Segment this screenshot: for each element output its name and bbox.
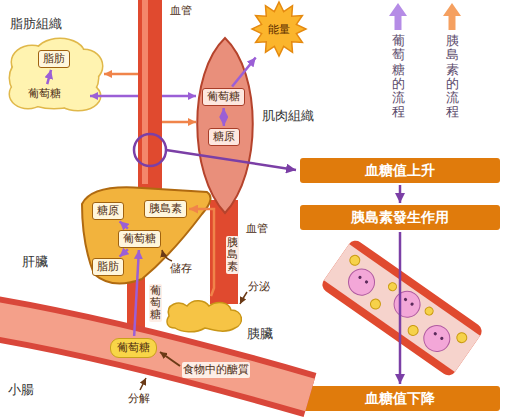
legend-text: 葡萄糖的流程 — [392, 34, 405, 120]
flow-connector — [399, 185, 402, 203]
vessel-label: 血管 — [246, 222, 268, 236]
organ-label: 小腸 — [8, 382, 320, 398]
glycogen-box: 糖原 — [92, 202, 124, 220]
glucose-box: 葡萄糖 — [202, 88, 245, 106]
node-text: 葡萄糖 — [207, 90, 240, 104]
node-text: 血糖值上升 — [300, 162, 500, 179]
digest-leader — [140, 378, 146, 390]
glucose-box: 葡萄糖 — [118, 230, 161, 248]
node-text: 胰島素發生作用 — [300, 209, 500, 226]
process-box: 血糖值下降 — [300, 386, 500, 411]
organ-label: 胰臟 — [247, 326, 325, 342]
node-text: 糖原 — [97, 204, 119, 218]
glucose-text-node: 葡萄糖 — [26, 86, 63, 102]
process-box: 胰島素發生作用 — [300, 205, 500, 230]
fat-tissue: 脂肪組織脂肪葡萄糖 — [8, 40, 100, 112]
node-text: 胰島素 — [149, 202, 182, 216]
blood-vessel — [138, 0, 162, 190]
liver-organ: 肝臟糖原胰島素葡萄糖脂肪 — [82, 184, 212, 286]
node-text: 能量 — [268, 23, 290, 36]
glucose-arrow — [90, 95, 138, 98]
blood-cells-picture — [319, 238, 484, 379]
legend-arrow-head — [389, 3, 407, 16]
glycogen-box: 糖原 — [208, 128, 240, 146]
glucose-blob: 葡萄糖 — [110, 338, 157, 358]
organ-label: 肝臟 — [22, 254, 152, 270]
glucose-arrow — [162, 95, 196, 98]
fat-box: 脂肪 — [38, 50, 70, 68]
store-label: 儲存 — [170, 262, 192, 276]
flow-connector — [399, 232, 402, 384]
insulin-arrow — [162, 121, 196, 124]
legend-arrow — [395, 14, 402, 30]
vessel-flow-text: 胰島素 — [226, 236, 239, 274]
flow-connector — [222, 108, 225, 126]
vessel-flow-text: 葡萄糖 — [149, 284, 162, 322]
node-text: 脂肪 — [43, 52, 65, 66]
node-text: 葡萄糖 — [28, 87, 61, 101]
legend-arrow-head — [443, 3, 461, 16]
vessel-highlight-circle — [134, 134, 166, 166]
insulin-box: 胰島素 — [144, 200, 187, 218]
node-text: 糖原 — [213, 130, 235, 144]
legend-text: 胰島素的流程 — [446, 34, 459, 120]
secrete-label: 分泌 — [248, 280, 270, 294]
process-box: 血糖值上升 — [300, 158, 500, 183]
insulin-arrow — [104, 73, 138, 76]
vessel-label: 血管 — [170, 4, 192, 18]
secrete-leader — [240, 292, 247, 304]
organ-label: 脂肪組織 — [10, 16, 102, 32]
energy-star: 能量 — [252, 2, 306, 56]
digest-label: 分解 — [128, 392, 150, 406]
organ-label: 肌肉組織 — [262, 108, 328, 124]
legend-arrow — [449, 14, 456, 30]
vessel-highlight — [142, 0, 148, 184]
node-text: 葡萄糖 — [117, 341, 150, 355]
pancreas-organ: 胰臟 — [165, 298, 243, 332]
node-text: 脂肪 — [97, 260, 119, 274]
pancreas-outline — [165, 298, 243, 332]
fat-box: 脂肪 — [92, 258, 124, 276]
node-text: 血糖值下降 — [300, 390, 500, 407]
food-label: 食物中的醣質 — [182, 362, 250, 378]
node-text: 葡萄糖 — [123, 232, 156, 246]
